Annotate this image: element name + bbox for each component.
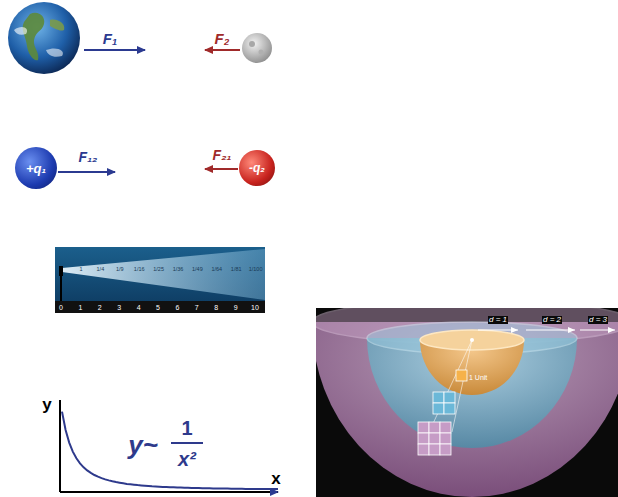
intensity-fraction: 1/4 [97, 267, 105, 273]
intensity-fraction: 1 [79, 267, 82, 273]
charge-label: +q₁ [26, 162, 46, 175]
distance-tick: 0 [59, 304, 63, 311]
hemisphere-shells [316, 308, 618, 497]
distance-label: d = 1 [488, 316, 508, 324]
force-label: F₂₁ [213, 148, 232, 162]
intensity-fraction: 1/64 [211, 267, 222, 273]
force-label: F₁ [103, 31, 117, 46]
intensity-fraction: 1/49 [192, 267, 203, 273]
light-spread [55, 247, 265, 313]
distance-tick: 7 [195, 304, 199, 311]
distance-tick: 6 [175, 304, 179, 311]
force-arrow [58, 171, 115, 173]
distance-tick: 1 [78, 304, 82, 311]
force-arrow [205, 168, 238, 170]
charge-label: -q₂ [249, 162, 265, 174]
moon [242, 33, 272, 63]
charge-sphere: +q₁ [15, 147, 57, 189]
force-arrow [205, 49, 240, 51]
unit-label: 1 Unit [469, 374, 487, 381]
formula-denominator: x² [178, 449, 196, 469]
distance-label: d = 2 [542, 316, 562, 324]
force-label: F₁₂ [79, 150, 98, 164]
formula-numerator: 1 [181, 418, 192, 438]
distance-tick: 9 [234, 304, 238, 311]
inverse-square-graph [60, 400, 278, 492]
intensity-fraction: 1/100 [249, 267, 263, 273]
distance-tick: 4 [137, 304, 141, 311]
intensity-fraction: 1/16 [134, 267, 145, 273]
charge-sphere: -q₂ [239, 150, 275, 186]
distance-tick: 3 [117, 304, 121, 311]
intensity-fraction: 1/36 [173, 267, 184, 273]
distance-tick: 10 [251, 304, 259, 311]
formula-text: y~ [128, 432, 158, 458]
distance-tick: 8 [214, 304, 218, 311]
intensity-fraction: 1/81 [231, 267, 242, 273]
force-label: F₂ [215, 31, 230, 46]
axis-label: x [271, 470, 280, 487]
intensity-fraction: 1/9 [116, 267, 124, 273]
distance-label: d = 3 [588, 316, 608, 324]
intensity-fraction: 1/25 [153, 267, 164, 273]
earth [8, 2, 80, 74]
axis-label: y [42, 396, 51, 413]
distance-tick: 5 [156, 304, 160, 311]
distance-tick: 2 [98, 304, 102, 311]
force-arrow [84, 49, 145, 51]
